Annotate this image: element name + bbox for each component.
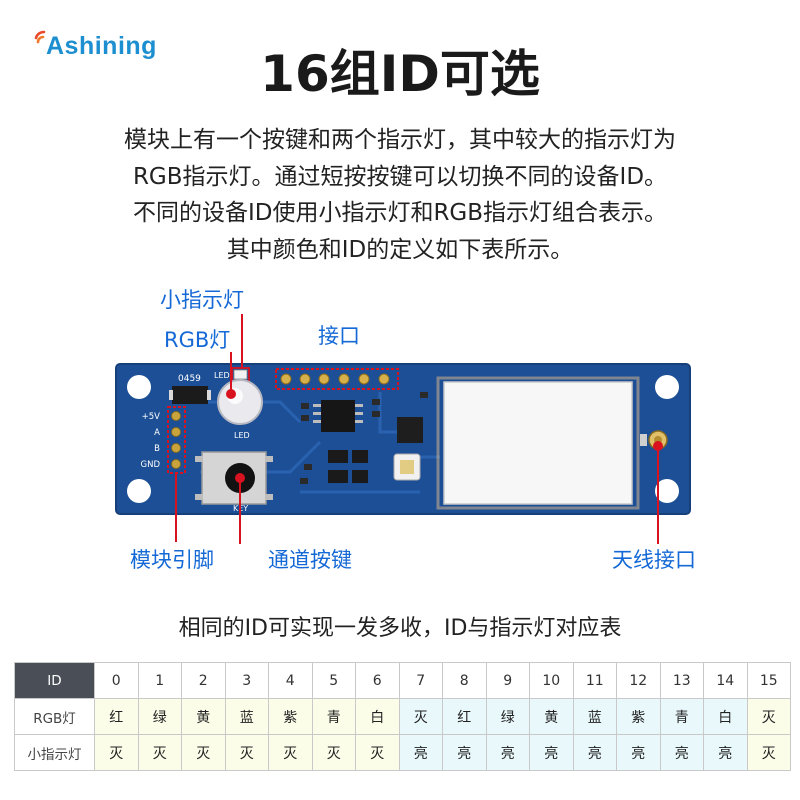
id-header-cell: 0	[94, 662, 139, 699]
table-cell: 灭	[268, 734, 313, 771]
table-cell: 红	[442, 698, 487, 735]
table-cell: 亮	[659, 734, 704, 771]
rgb-led-callout: RGB灯	[164, 328, 231, 352]
table-cell: 灭	[224, 734, 269, 771]
table-cell: 灭	[181, 734, 226, 771]
id-header-cell: 5	[311, 662, 356, 699]
table-cell: 黄	[529, 698, 574, 735]
table-cell: 紫	[616, 698, 661, 735]
table-cell: 亮	[703, 734, 748, 771]
description-line: 不同的设备ID使用小指示灯和RGB指示灯组合表示。	[132, 200, 668, 226]
table-cell: 灭	[746, 698, 791, 735]
table-cell: 黄	[181, 698, 226, 735]
module-illustration: 0459 +5V A B GND LED LED	[0, 282, 800, 582]
brand-name: Ashining	[46, 31, 157, 60]
button-callout: 通道按键	[268, 548, 352, 572]
id-header-cell: 6	[355, 662, 400, 699]
header-label-cell: ID	[14, 662, 95, 699]
table-cell: 蓝	[572, 698, 617, 735]
table-title: 相同的ID可实现一发多收，ID与指示灯对应表	[178, 616, 622, 641]
led-silk-label: LED	[214, 371, 230, 380]
antenna-callout: 天线接口	[612, 548, 696, 572]
pin-label: B	[154, 444, 160, 454]
id-header-cell: 3	[224, 662, 269, 699]
table-cell: 青	[311, 698, 356, 735]
pin-label: +5V	[142, 412, 161, 422]
table-row-small-led: 小指示灯 灭灭灭灭灭灭灭亮亮亮亮亮亮亮亮灭	[14, 734, 791, 771]
led-silk-label-2: LED	[234, 431, 250, 440]
table-cell: 白	[703, 698, 748, 735]
id-header-cell: 2	[181, 662, 226, 699]
id-header-cell: 11	[572, 662, 617, 699]
id-header-cell: 13	[659, 662, 704, 699]
id-header-cell: 10	[529, 662, 574, 699]
id-header-cell: 1	[137, 662, 182, 699]
table-cell: 亮	[616, 734, 661, 771]
table-cell: 灭	[355, 734, 400, 771]
table-cell: 蓝	[224, 698, 269, 735]
table-cell: 绿	[137, 698, 182, 735]
table-row-rgb: RGB灯 红绿黄蓝紫青白灭红绿黄蓝紫青白灭	[14, 698, 791, 735]
table-cell: 亮	[529, 734, 574, 771]
table-cell: 白	[355, 698, 400, 735]
row-label-cell: 小指示灯	[14, 734, 95, 771]
pin-label: A	[154, 428, 160, 438]
table-cell: 绿	[485, 698, 530, 735]
id-header-cell: 7	[398, 662, 443, 699]
table-cell: 亮	[572, 734, 617, 771]
page-title: 16组ID可选	[260, 45, 540, 103]
description: 模块上有一个按键和两个指示灯，其中较大的指示灯为 RGB指示灯。通过短按按键可以…	[0, 122, 800, 268]
description-line: 其中颜色和ID的定义如下表所示。	[226, 236, 574, 263]
table-cell: 紫	[268, 698, 313, 735]
table-cell: 灭	[311, 734, 356, 771]
small-led-callout: 小指示灯	[160, 288, 244, 312]
table-cell: 红	[94, 698, 139, 735]
table-cell: 灭	[746, 734, 791, 771]
table-cell: 亮	[485, 734, 530, 771]
table-cell: 亮	[398, 734, 443, 771]
part-number-text: 0459	[178, 374, 201, 384]
id-header-cell: 14	[703, 662, 748, 699]
pins-callout: 模块引脚	[130, 548, 214, 572]
description-line: 模块上有一个按键和两个指示灯，其中较大的指示灯为	[124, 127, 676, 153]
table-cell: 灭	[137, 734, 182, 771]
id-header-cell: 9	[485, 662, 530, 699]
wifi-signal-icon	[22, 30, 54, 62]
table-cell: 亮	[442, 734, 487, 771]
id-header-cell: 12	[616, 662, 661, 699]
id-header-cell: 4	[268, 662, 313, 699]
id-header-cell: 15	[746, 662, 791, 699]
interface-callout: 接口	[318, 324, 360, 348]
pcb-board-image: 0459 +5V A B GND LED LED	[115, 314, 691, 544]
description-line: RGB指示灯。通过短按按键可以切换不同的设备ID。	[132, 163, 668, 190]
id-header-cell: 8	[442, 662, 487, 699]
table-cell: 青	[659, 698, 704, 735]
pin-label: GND	[141, 460, 161, 470]
table-cell: 灭	[398, 698, 443, 735]
table-cell: 灭	[94, 734, 139, 771]
row-label-cell: RGB灯	[14, 698, 95, 735]
brand-logo: Ashining	[22, 28, 157, 64]
